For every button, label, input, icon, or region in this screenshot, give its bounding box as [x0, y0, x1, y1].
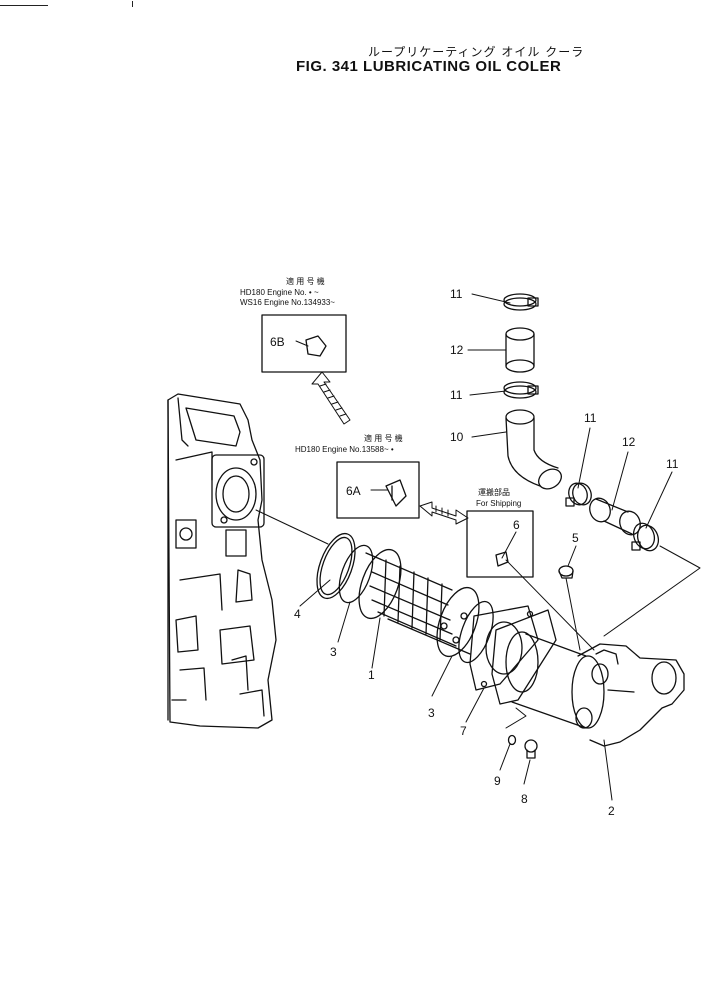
part-6-fitting: [495, 551, 595, 651]
box-6b-label: 6B: [270, 335, 285, 349]
box-6a-label: 6A: [346, 484, 361, 498]
callout-8: 8: [521, 792, 528, 806]
part-3-o-ring-right: [458, 600, 494, 664]
engine-block: [167, 393, 277, 729]
box-6a-frame: [336, 461, 420, 519]
part-6a-fitting: [385, 479, 407, 507]
part-4-seal-ring: [316, 532, 356, 600]
callout-11: 11: [450, 388, 463, 402]
figure-title: FIG. 341 LUBRICATING OIL COLER: [296, 58, 562, 75]
callout-11: 11: [450, 287, 463, 301]
box-6b-heading: 適 用 号 機: [286, 276, 325, 286]
callout-4: 4: [294, 607, 301, 621]
part-11-hose-clamp-top: [503, 293, 539, 311]
part-5-plug: [558, 565, 581, 651]
part-6b-fitting: [305, 335, 327, 357]
box-6-heading: 運搬部品: [478, 487, 510, 497]
callout-9: 9: [494, 774, 501, 788]
part-2-cooler-body: [491, 609, 685, 747]
arrow-6b-to-6a: [311, 371, 351, 425]
part-12-hose-upper: [505, 327, 535, 373]
part-11-hose-clamp-right-b: [631, 522, 660, 552]
callout-10: 10: [450, 430, 464, 444]
callout-1: 1: [368, 668, 375, 682]
part-7-gasket: [469, 605, 539, 691]
box-6a-line1: HD180 Engine No.13588~ •: [295, 445, 394, 454]
box-6b-frame: [261, 314, 347, 373]
box-6-frame: [466, 510, 534, 578]
callout-leaders: [295, 293, 673, 801]
callout-12: 12: [450, 343, 464, 357]
part-11-hose-clamp-middle: [503, 381, 539, 399]
part-3-o-ring-left: [338, 544, 374, 604]
part-1-cooler-element: [358, 548, 480, 658]
callout-11: 11: [666, 457, 679, 471]
callout-12: 12: [622, 435, 636, 449]
part-11-hose-clamp-right-a: [565, 482, 592, 507]
box-6a-heading: 適 用 号 機: [364, 433, 403, 443]
box-6-line1: For Shipping: [476, 499, 521, 508]
callout-2: 2: [608, 804, 615, 818]
arrow-6a-to-6: [419, 501, 469, 525]
callout-5: 5: [572, 531, 579, 545]
corner-tick: [128, 1, 133, 7]
callout-7: 7: [460, 724, 467, 738]
box-6b-line2: WS16 Engine No.134933~: [240, 298, 335, 307]
callout-3: 3: [428, 706, 435, 720]
part-9-washer: [507, 734, 517, 746]
box-6-label: 6: [513, 518, 520, 532]
box-6b-line1: HD180 Engine No. • ~: [240, 288, 319, 297]
part-12-hose-right: [589, 497, 641, 536]
corner-rule: [0, 5, 48, 6]
part-8-bolt: [524, 739, 538, 759]
part-10-elbow-pipe: [505, 409, 562, 490]
callout-3: 3: [330, 645, 337, 659]
callout-11: 11: [584, 411, 597, 425]
figure-title-japanese: ループリケーティング オイル クーラ: [368, 45, 585, 59]
